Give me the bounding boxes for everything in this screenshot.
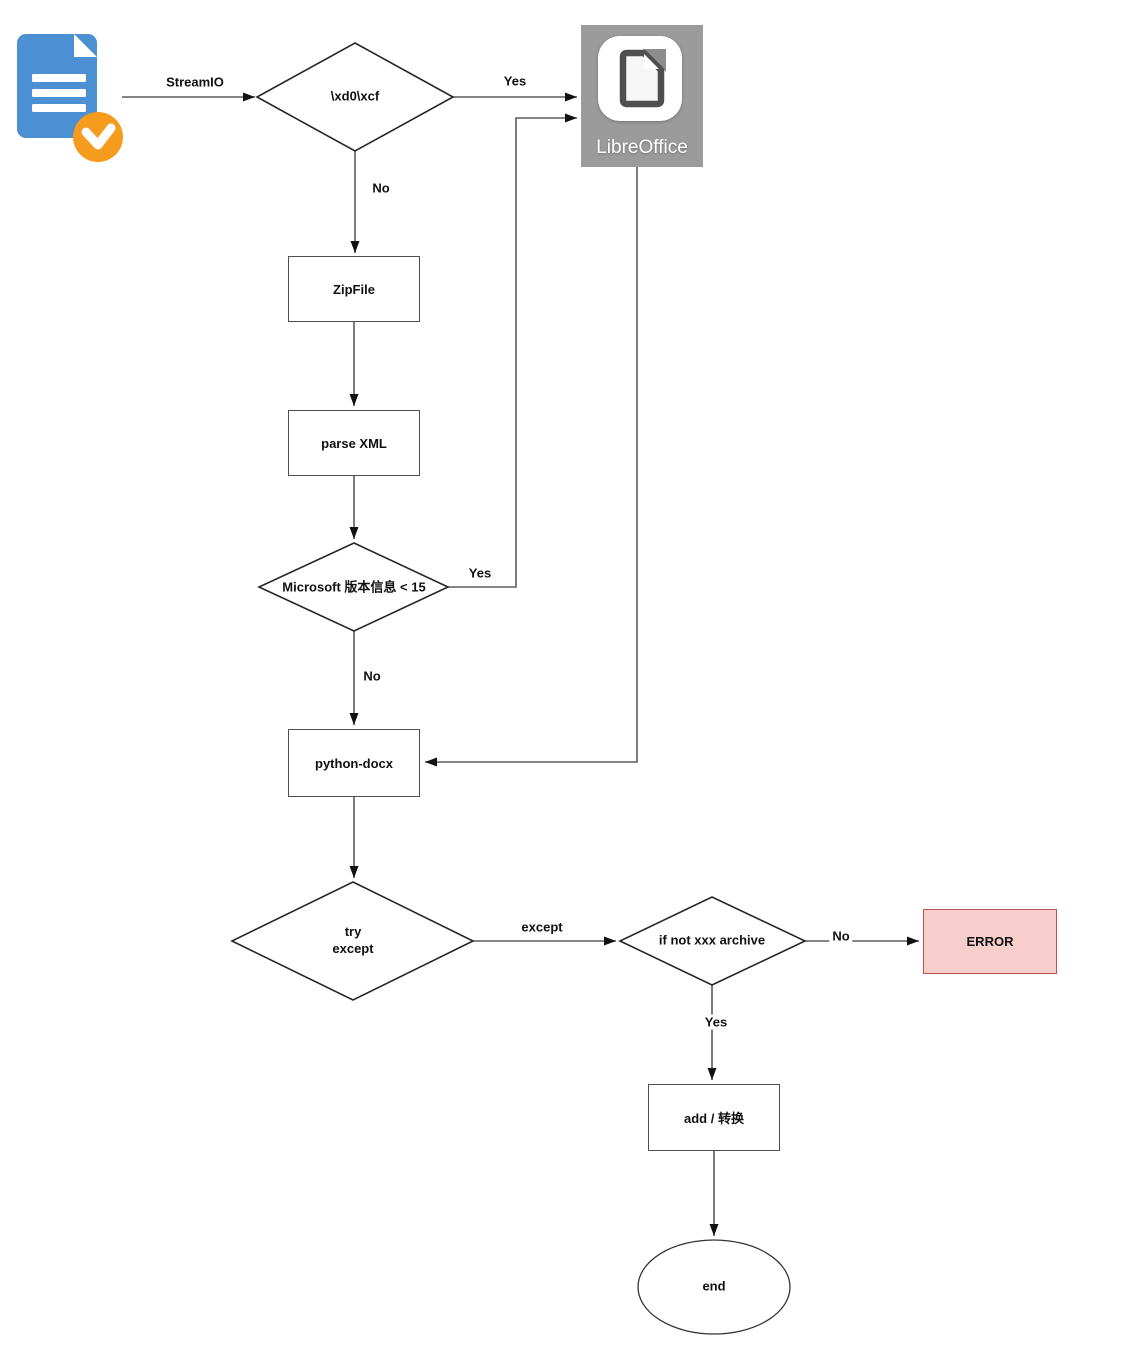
process-zipfile: ZipFile	[288, 256, 420, 322]
decision-ms-version-label: Microsoft 版本信息 < 15	[282, 579, 426, 595]
document-check-icon	[17, 34, 123, 162]
decision-archive-check-label: if not xxx archive	[658, 932, 766, 948]
edge-label-archive-yes: Yes	[701, 1014, 731, 1030]
decision-magic-header-shape	[255, 42, 455, 152]
process-add-convert-label: add / 转换	[684, 1111, 744, 1126]
edge-label-except: except	[518, 919, 566, 935]
process-python-docx: python-docx	[288, 729, 420, 797]
process-python-docx-label: python-docx	[315, 755, 393, 771]
edge-label-magic-no: No	[369, 180, 393, 196]
edge-label-version-yes: Yes	[465, 565, 495, 581]
libreoffice-label: LibreOffice	[596, 137, 688, 158]
libreoffice-node: LibreOffice	[581, 25, 703, 167]
edge-version-yes	[448, 113, 577, 588]
decision-ms-version-shape	[257, 542, 450, 632]
process-zipfile-label: ZipFile	[333, 281, 375, 297]
edge-label-magic-yes: Yes	[500, 73, 530, 89]
edge-label-streamio: StreamIO	[163, 74, 227, 90]
process-error: ERROR	[923, 909, 1057, 974]
edge-label-archive-no: No	[829, 928, 853, 944]
process-parse-xml: parse XML	[288, 410, 420, 476]
edge-label-version-no: No	[360, 668, 384, 684]
source-document-node	[14, 24, 126, 164]
process-add-convert: add / 转换	[648, 1084, 780, 1151]
terminator-end-label: end	[702, 1278, 726, 1294]
decision-try-except-shape	[230, 881, 475, 1001]
process-error-label: ERROR	[966, 934, 1014, 949]
edge-libreoffice-to-pythondocx	[425, 167, 638, 767]
decision-archive-check-shape	[618, 896, 807, 986]
libreoffice-icon	[598, 36, 682, 121]
decision-try-except-label: try except	[332, 924, 374, 956]
decision-magic-header-label: \xd0\xcf	[330, 88, 380, 104]
process-parse-xml-label: parse XML	[321, 435, 387, 451]
terminator-end-shape	[637, 1239, 791, 1335]
